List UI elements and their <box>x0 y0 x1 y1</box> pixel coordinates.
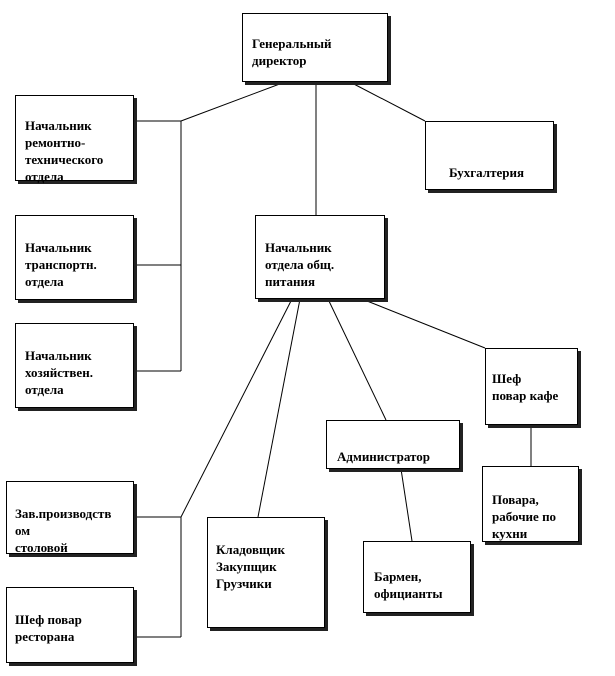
storekeeper-box: Кладовщик Закупщик Грузчики <box>207 517 325 628</box>
repair-head-box: Начальник ремонтно- технического отдела <box>15 95 134 184</box>
accounting-label: Бухгалтерия <box>449 165 524 180</box>
ceo-label: Генеральный директор <box>252 36 332 68</box>
connector <box>400 468 413 542</box>
administrator-label: Администратор <box>337 449 430 464</box>
storekeeper-label: Кладовщик Закупщик Грузчики <box>216 542 285 591</box>
ceo-box: Генеральный директор <box>242 13 388 82</box>
bartenders-label: Бармен, официанты <box>374 569 443 601</box>
cafe-chef-label: Шеф повар кафе <box>492 371 559 403</box>
restaurant-chef-label: Шеф повар ресторана <box>15 612 82 644</box>
transport-head-label: Начальник транспортн. отдела <box>25 240 97 289</box>
household-head-label: Начальник хозяйствен. отдела <box>25 348 93 397</box>
cafe-chef-box: Шеф повар кафе <box>485 348 578 425</box>
accounting-box: Бухгалтерия <box>425 121 554 190</box>
household-head-box: Начальник хозяйствен. отдела <box>15 323 134 408</box>
catering-head-label: Начальник отдела общ. питания <box>265 240 335 289</box>
bartenders-box: Бармен, официанты <box>363 541 471 613</box>
restaurant-chef-box: Шеф повар ресторана <box>6 587 134 663</box>
administrator-box: Администратор <box>326 420 460 469</box>
connector <box>180 298 293 518</box>
repair-head-label: Начальник ремонтно- технического отдела <box>25 118 104 184</box>
connector <box>361 298 486 349</box>
cooks-box: Повара, рабочие по кухни <box>482 466 579 542</box>
cooks-label: Повара, рабочие по кухни <box>492 492 557 541</box>
connector <box>180 81 286 122</box>
transport-head-box: Начальник транспортн. отдела <box>15 215 134 300</box>
connector <box>327 298 387 421</box>
connector <box>257 298 301 518</box>
connector <box>349 81 426 122</box>
canteen-manager-label: Зав.производств ом столовой <box>15 506 112 555</box>
canteen-manager-box: Зав.производств ом столовой <box>6 481 134 555</box>
catering-head-box: Начальник отдела общ. питания <box>255 215 385 299</box>
